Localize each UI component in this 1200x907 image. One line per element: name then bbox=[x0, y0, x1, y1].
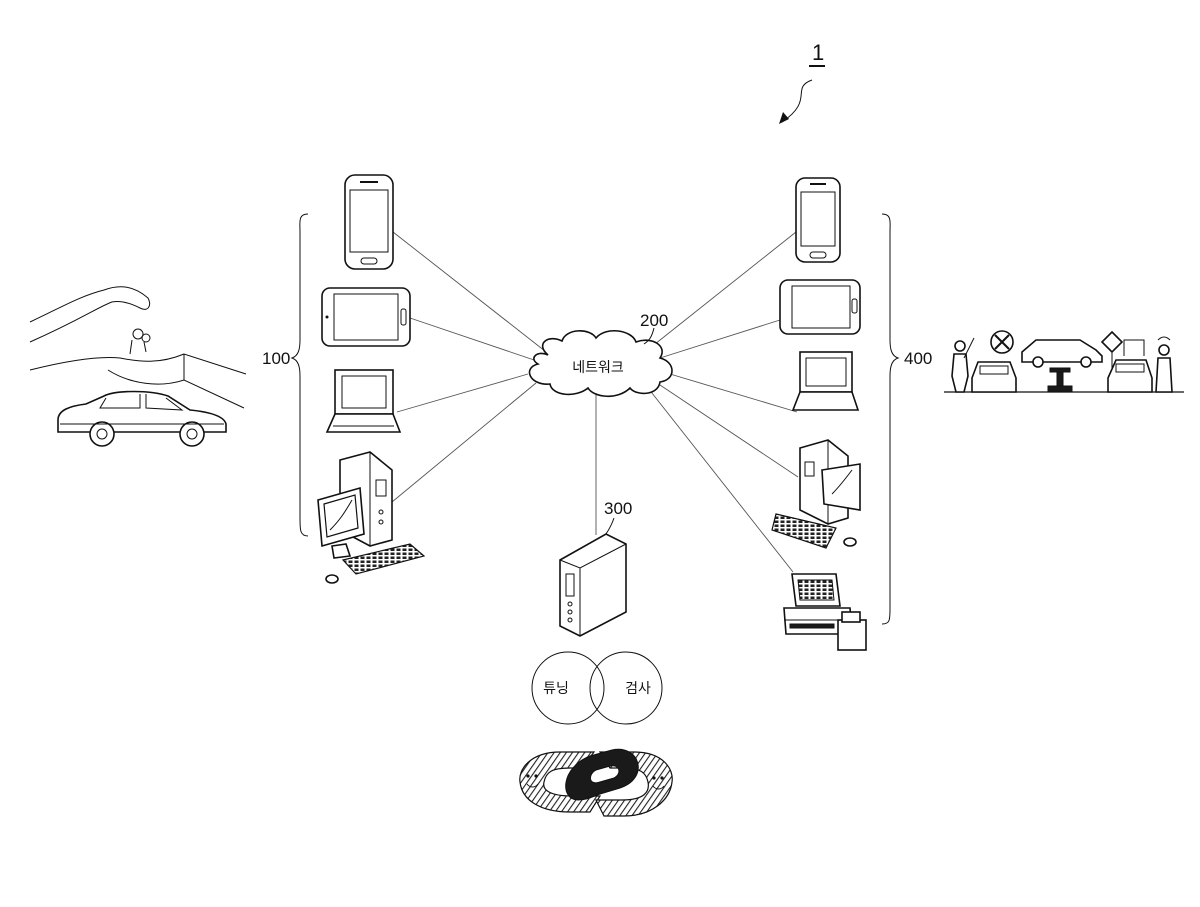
car-front-icon bbox=[972, 362, 1016, 392]
auto-shop-scene bbox=[944, 331, 1184, 392]
right-smartphone-icon bbox=[796, 178, 840, 262]
network-label: 네트워크 bbox=[572, 360, 624, 376]
right-tablet-icon bbox=[780, 280, 860, 334]
system-reference: 1 bbox=[779, 40, 825, 124]
left-desktop-icon bbox=[318, 452, 424, 583]
user-group-bracket: 100 bbox=[262, 214, 308, 536]
right-laptop-icon bbox=[793, 352, 858, 410]
venn-right-label: 검사 bbox=[625, 681, 651, 697]
arrow-head-icon bbox=[779, 112, 789, 124]
network-connections bbox=[392, 232, 798, 572]
venn-left-label: 튜닝 bbox=[543, 681, 569, 697]
system-ref-label: 1 bbox=[812, 40, 824, 65]
mechanic-right-icon bbox=[1156, 337, 1172, 392]
network-cloud: 네트워크 200 bbox=[529, 311, 672, 396]
linked-chain-icon bbox=[520, 749, 672, 816]
shop-group-bracket: 400 bbox=[882, 214, 932, 624]
right-desktop-icon bbox=[772, 440, 860, 548]
repair-tools-icon bbox=[991, 331, 1013, 353]
mechanic-icon bbox=[952, 338, 974, 392]
car-key-handover-icon bbox=[30, 287, 246, 408]
left-tablet-icon bbox=[322, 288, 410, 346]
user-group-ref-label: 100 bbox=[262, 349, 290, 368]
shop-group-ref-label: 400 bbox=[904, 349, 932, 368]
network-ref-label: 200 bbox=[640, 311, 668, 330]
right-pos-terminal-icon bbox=[784, 574, 866, 650]
left-smartphone-icon bbox=[345, 175, 393, 269]
car-lift-icon bbox=[1022, 340, 1102, 392]
server-ref-label: 300 bbox=[604, 499, 632, 518]
venn-diagram: 튜닝 검사 bbox=[532, 652, 662, 724]
left-laptop-icon bbox=[327, 370, 400, 432]
sedan-car-icon bbox=[58, 392, 226, 447]
